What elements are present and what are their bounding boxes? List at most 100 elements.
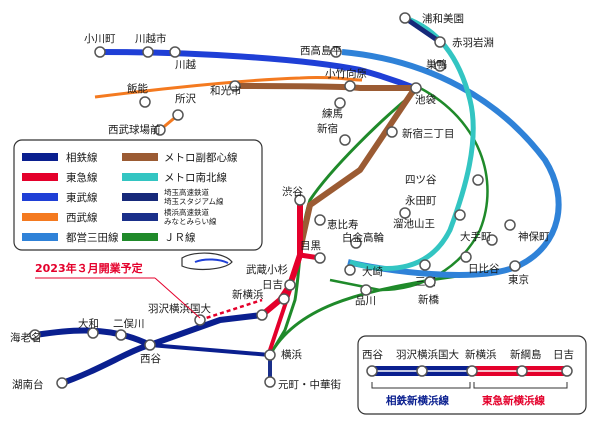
legend-label-minatomirai: みなとみらい線 (164, 216, 217, 226)
legend-swatch-jr (122, 233, 158, 241)
legend-label-mita: 都営三田線 (66, 231, 119, 244)
legend-label-tokyu: 東急線 (66, 171, 98, 184)
station-marker[interactable] (350, 237, 362, 249)
station-label-kamiyacho: 神保町 (518, 230, 550, 243)
station-label-shonandai: 湖南台 (12, 378, 44, 391)
station-marker[interactable] (314, 214, 326, 226)
legend-label-jr: ＪＲ線 (164, 231, 196, 244)
station-marker[interactable] (278, 293, 290, 305)
station-marker[interactable] (229, 80, 241, 92)
station-marker[interactable] (56, 377, 68, 389)
legend-swatch-mita (22, 233, 58, 241)
station-marker[interactable] (330, 46, 342, 58)
station-label-shin-yokohama: 新横浜 (232, 288, 264, 301)
tobu-line (99, 49, 422, 93)
station-marker[interactable] (194, 314, 206, 326)
inset-station-shin-yokohama: 新横浜 (465, 348, 497, 361)
station-marker[interactable] (264, 349, 276, 361)
station-label-ikebukuro: 池袋 (415, 93, 436, 106)
station-marker[interactable] (294, 194, 306, 206)
station-marker[interactable] (169, 46, 181, 58)
station-label-akabane-iwabuchi: 赤羽岩淵 (452, 36, 494, 49)
legend-label-saitama-line: 埼玉スタジアム線 (164, 196, 224, 206)
station-marker[interactable] (139, 96, 151, 108)
station-label-kawagoe: 川越 (175, 58, 196, 71)
station-marker[interactable] (410, 82, 422, 94)
station-marker[interactable] (434, 36, 446, 48)
legend-label-namboku: メトロ南北線 (164, 171, 227, 184)
jr-line (268, 86, 501, 356)
announcement-pointer (154, 277, 201, 319)
inset-bracket-tokyu (473, 382, 568, 389)
fukutoshin-line (234, 83, 421, 251)
station-marker[interactable] (386, 126, 398, 138)
station-marker[interactable] (94, 46, 106, 58)
station-marker[interactable] (172, 109, 184, 121)
legend-label-yokohama-kosoku: 横浜高速鉄道 (164, 207, 209, 217)
inset-station-marker (366, 365, 378, 377)
station-marker[interactable] (87, 327, 99, 339)
inset-line-sotetsu: 相鉄新横浜線 (386, 394, 449, 407)
station-label-otemachi: 大手町 (460, 230, 492, 243)
station-marker[interactable] (454, 209, 466, 221)
legend-swatch-saitama (122, 193, 158, 201)
station-marker[interactable] (509, 260, 521, 272)
station-marker[interactable] (29, 329, 41, 341)
station-marker[interactable] (504, 219, 516, 231)
legend-label-sotetsu: 相鉄線 (66, 151, 98, 164)
station-marker[interactable] (339, 134, 351, 146)
planned-line (199, 298, 263, 322)
station-marker[interactable] (486, 234, 498, 246)
station-label-nishitakashimadaira: 西高島平 (300, 44, 342, 57)
station-label-urawa-misono: 浦和美園 (422, 12, 464, 25)
seibu-line (94, 75, 363, 99)
station-marker[interactable] (142, 46, 154, 58)
station-marker[interactable] (344, 80, 356, 92)
inset-station-marker (466, 365, 478, 377)
station-marker[interactable] (399, 12, 411, 24)
station-marker[interactable] (115, 329, 127, 341)
station-label-kawagoeshi: 川越市 (135, 32, 167, 45)
station-label-nagatacho: 永田町 (405, 194, 437, 207)
station-marker[interactable] (434, 60, 446, 72)
legend: 相鉄線 東急線 東武線 西武線 都営三田線 メトロ副都心線 メトロ南北線 埼玉高… (22, 151, 238, 244)
inset-route: 西谷 羽沢横浜国大 新横浜 新綱島 日吉 相鉄新横浜線 東急新横浜線 (362, 348, 574, 407)
station-label-hanno: 飯能 (127, 82, 148, 95)
legend-swatch-fukutoshin (122, 153, 158, 161)
station-marker[interactable] (264, 376, 276, 388)
station-marker[interactable] (144, 339, 156, 351)
station-marker[interactable] (334, 97, 346, 109)
station-label-hiyoshi: 日吉 (262, 279, 283, 291)
inset-station-hazawa: 羽沢横浜国大 (396, 348, 459, 361)
station-label-futamatagawa: 二俣川 (113, 317, 145, 330)
station-marker[interactable] (424, 276, 436, 288)
station-marker[interactable] (472, 174, 484, 186)
inset-station-marker (416, 365, 428, 377)
station-marker[interactable] (399, 207, 411, 219)
station-marker[interactable] (460, 251, 472, 263)
sotetsu-yokohama-line (149, 343, 271, 357)
station-marker[interactable] (419, 259, 431, 271)
inset-station-hiyoshi: 日吉 (553, 349, 574, 361)
toei-mita-line (341, 49, 562, 278)
station-label-yotsuya: 四ツ谷 (405, 174, 437, 186)
station-label-osaki: 大崎 (362, 265, 383, 278)
station-label-shimbashi: 新橋 (418, 293, 439, 306)
station-label-shinjuku-sanchome: 新宿三丁目 (402, 127, 455, 140)
legend-swatch-minatomirai (122, 213, 158, 221)
station-label-meguro: 目黒 (300, 240, 321, 252)
inset-station-nishiya: 西谷 (362, 349, 383, 361)
station-label-motomachi-chukagai: 元町・中華街 (278, 378, 341, 391)
station-marker[interactable] (344, 264, 356, 276)
station-marker[interactable] (360, 284, 372, 296)
legend-label-seibu: 西武線 (66, 211, 98, 224)
station-marker[interactable] (256, 309, 268, 321)
inset-station-marker (561, 365, 573, 377)
legend-swatch-sotetsu (22, 153, 58, 161)
station-label-nerima: 練馬 (322, 107, 343, 120)
station-label-tokyo: 東京 (508, 273, 529, 286)
station-marker[interactable] (154, 124, 166, 136)
station-marker[interactable] (314, 252, 326, 264)
station-marker[interactable] (284, 279, 296, 291)
